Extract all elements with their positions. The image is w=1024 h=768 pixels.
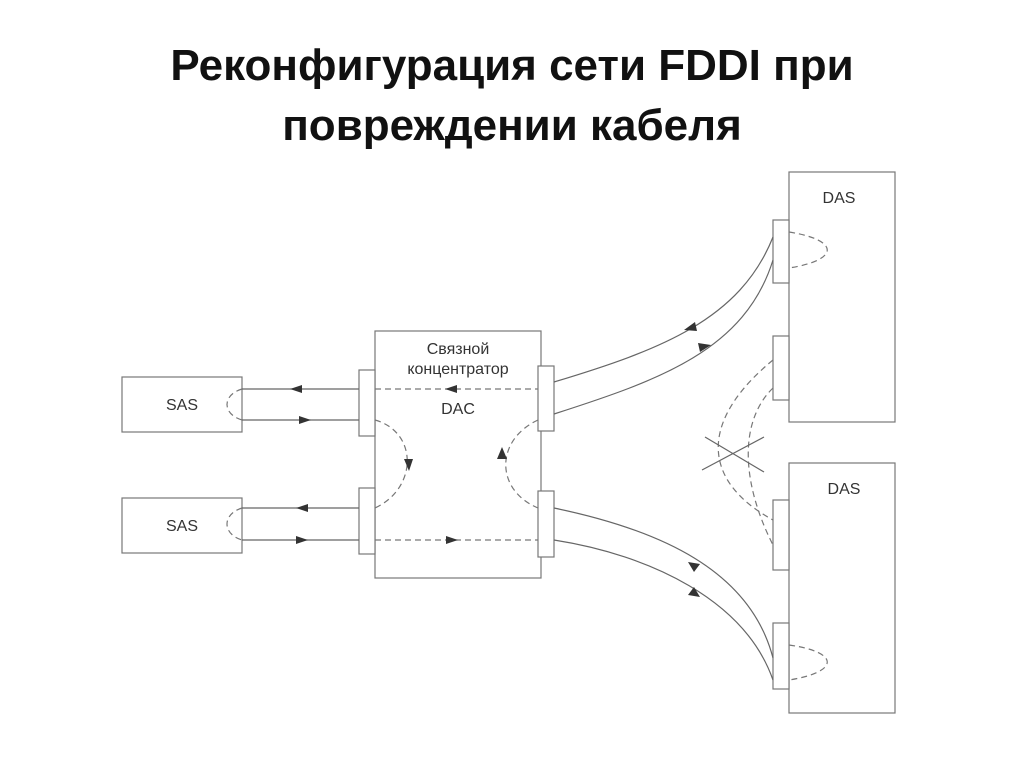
arrow-das-bottom-inner <box>688 587 700 597</box>
slide-title-line-2: повреждении кабеля <box>282 101 742 150</box>
das-bottom-loop <box>788 644 828 681</box>
arrow-das-top-outer <box>684 322 697 331</box>
concentrator-label-line-2: концентратор <box>407 361 508 378</box>
link-concentrator-das-bottom-outer <box>553 507 774 659</box>
das-bottom-port-b <box>772 622 790 690</box>
das-bottom-label: DAS <box>828 481 861 498</box>
link-concentrator-das-bottom-inner <box>553 539 774 681</box>
concentrator-port-right-top <box>537 365 555 432</box>
concentrator-right-loop <box>505 419 539 509</box>
das-top-box <box>788 171 896 423</box>
sas-top-loop <box>226 388 243 421</box>
sas-bottom-box <box>121 497 243 554</box>
das-top-port-b <box>772 335 790 401</box>
arrow-concentrator-left-loop <box>404 459 413 471</box>
arrow-left-sas-top <box>290 385 302 393</box>
arrow-das-top-inner <box>698 343 711 352</box>
arrow-left-sas-bottom <box>296 504 308 512</box>
link-concentrator-das-top-outer <box>553 236 774 383</box>
sas-top-box <box>121 376 243 433</box>
arrow-concentrator-top <box>445 385 457 393</box>
arrow-concentrator-right-loop <box>497 447 507 459</box>
arrow-right-sas-top <box>299 416 311 424</box>
link-concentrator-das-top-inner <box>553 259 774 415</box>
concentrator-box <box>374 330 542 579</box>
concentrator-port-right-bottom <box>537 490 555 558</box>
sas-bottom-loop <box>226 507 243 541</box>
arrow-right-sas-bottom <box>296 536 308 544</box>
concentrator-label-line-3: DAC <box>441 401 475 418</box>
sas-bottom-label: SAS <box>166 518 198 535</box>
concentrator-label-line-1: Связной <box>427 341 490 358</box>
das-top-loop <box>788 231 828 269</box>
broken-link-outer <box>717 359 774 521</box>
slide-title-line-1: Реконфигурация сети FDDI при <box>170 41 854 90</box>
concentrator-left-loop <box>374 419 408 509</box>
arrow-concentrator-bottom <box>446 536 458 544</box>
das-bottom-box <box>788 462 896 714</box>
sas-top-label: SAS <box>166 397 198 414</box>
concentrator-port-left-top <box>358 369 376 437</box>
das-top-port-a <box>772 219 790 284</box>
broken-link-inner <box>747 387 774 546</box>
concentrator-port-left-bottom <box>358 487 376 555</box>
das-top-label: DAS <box>823 190 856 207</box>
slide-title: Реконфигурация сети FDDI при повреждении… <box>0 36 1024 156</box>
cross-mark-icon <box>701 436 765 473</box>
das-bottom-port-a <box>772 499 790 571</box>
arrow-das-bottom-outer <box>688 562 700 572</box>
